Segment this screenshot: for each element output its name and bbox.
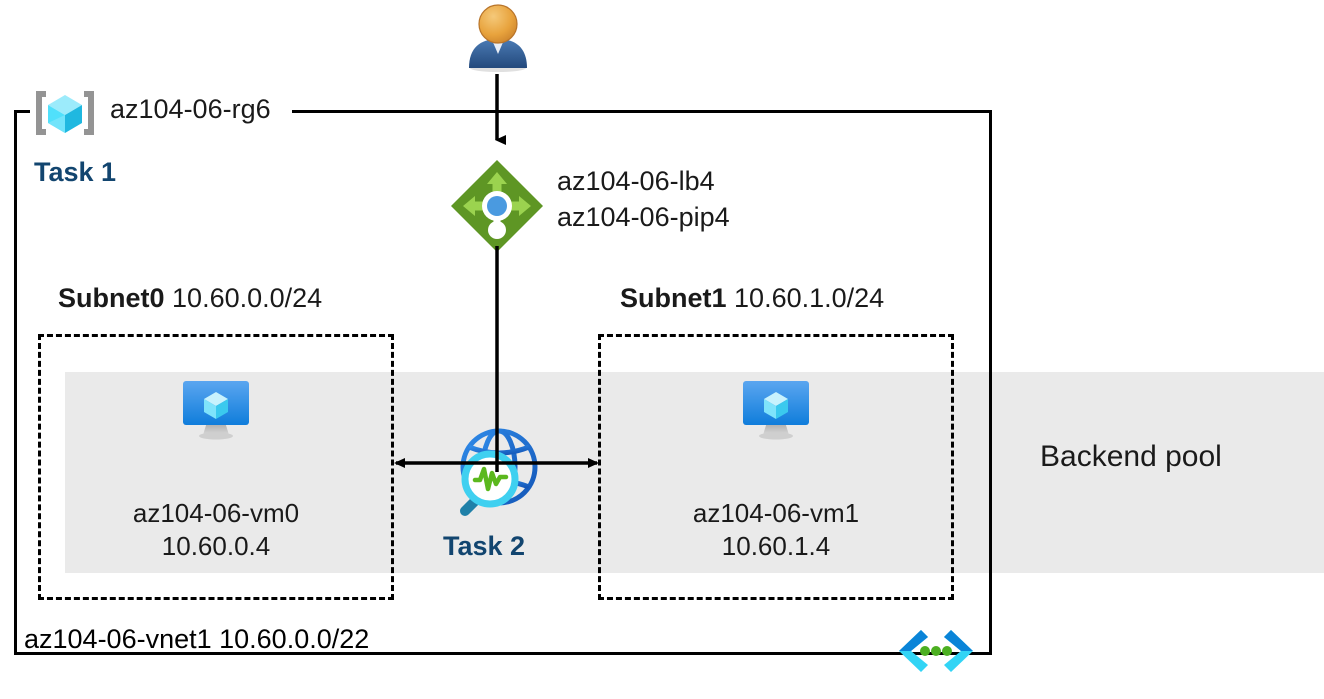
subnet1-boundary xyxy=(598,334,954,600)
load-balancer-name: az104-06-lb4 xyxy=(557,166,715,196)
virtual-machine-monitor-icon xyxy=(737,378,815,444)
virtual-network-label: az104-06-vnet1 10.60.0.0/22 xyxy=(24,624,370,654)
vm1-name: az104-06-vm1 xyxy=(692,498,860,528)
subnet0-boundary xyxy=(38,334,394,600)
task-1-label: Task 1 xyxy=(34,157,117,187)
subnet1-name: Subnet1 xyxy=(620,283,727,313)
backend-pool-band xyxy=(65,372,1324,573)
user-person-icon xyxy=(462,2,534,74)
subnet0-cidr: 10.60.0.0/24 xyxy=(172,283,323,313)
vm1-label: az104-06-vm1 10.60.1.4 xyxy=(626,497,926,563)
virtual-machine-monitor-icon xyxy=(177,378,255,444)
resource-group-boundary xyxy=(14,110,992,655)
backend-pool-label: Backend pool xyxy=(1040,440,1222,473)
vm0-ip: 10.60.0.4 xyxy=(161,531,271,562)
load-balancer-labels: az104-06-lb4 az104-06-pip4 xyxy=(557,163,730,236)
subnet1-heading: Subnet1 10.60.1.0/24 xyxy=(620,283,884,314)
subnet0-heading: Subnet0 10.60.0.0/24 xyxy=(58,283,322,314)
resource-group-name: az104-06-rg6 xyxy=(110,94,271,124)
resource-group-label-gap xyxy=(30,100,292,122)
load-balancer-diamond-icon xyxy=(449,158,545,254)
network-watcher-globe-magnifier-icon xyxy=(443,419,551,527)
vm0-name: az104-06-vm0 xyxy=(132,498,300,528)
resource-group-cube-icon xyxy=(30,88,100,138)
virtual-network-brackets-icon xyxy=(897,628,975,674)
subnet1-cidr: 10.60.1.0/24 xyxy=(734,283,885,313)
vm0-label: az104-06-vm0 10.60.0.4 xyxy=(66,497,366,563)
task-2-label: Task 2 xyxy=(443,531,526,561)
public-ip-name: az104-06-pip4 xyxy=(557,202,730,233)
subnet0-name: Subnet0 xyxy=(58,283,165,313)
vm1-ip: 10.60.1.4 xyxy=(721,531,831,562)
